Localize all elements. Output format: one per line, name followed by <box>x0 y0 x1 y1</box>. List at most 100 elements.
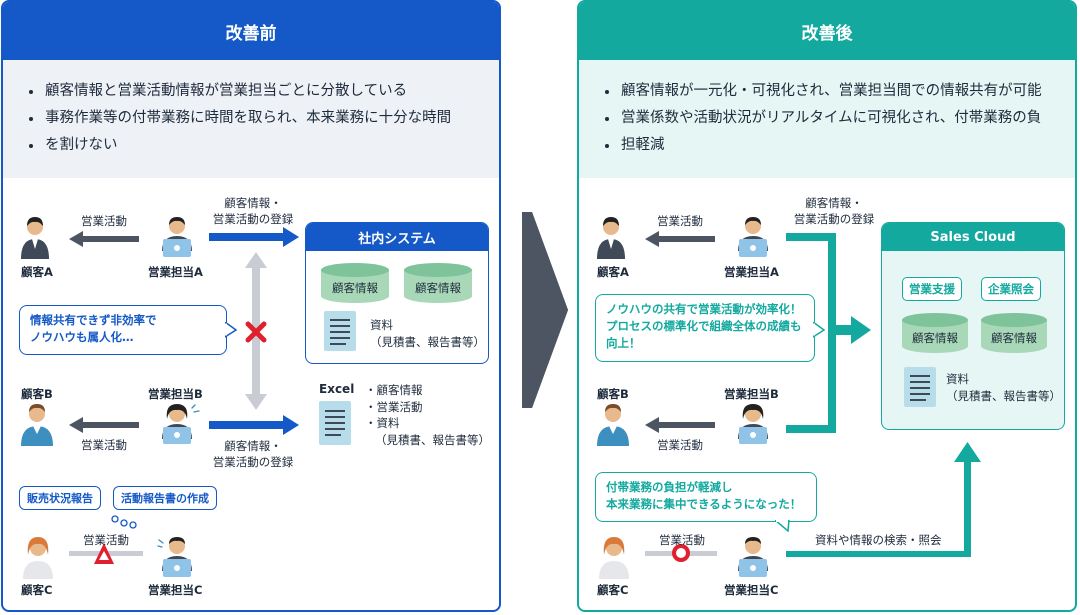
rep-a-icon <box>162 217 192 257</box>
register-label-bottom: 顧客情報・ 営業活動の登録 <box>208 438 298 470</box>
activity-label-b: 営業活動 <box>81 438 127 452</box>
before-summary: 顧客情報と営業活動情報が営業担当ごとに分散している 事務作業等の付帯業務に時間を… <box>3 60 499 178</box>
excel-item-3: ・資料 <box>365 416 400 430</box>
rep-a-label: 営業担当A <box>148 265 203 279</box>
activity-label-a: 営業活動 <box>81 214 127 228</box>
after-bubble1-tail <box>813 322 825 338</box>
excel-item-2: ・営業活動 <box>365 399 423 414</box>
transition-arrow-icon <box>522 212 568 408</box>
after-rep-a-icon <box>738 217 768 257</box>
before-problem-bubble: 情報共有できず非効率で ノウハウも属人化… <box>19 305 227 355</box>
after-panel: 改善後 顧客情報が一元化・可視化され、営業担当間での情報共有が可能 営業係数や活… <box>577 0 1077 612</box>
after-db-1-label: 顧客情報 <box>912 331 958 345</box>
before-bullet-2-cont: を割けない <box>29 132 481 159</box>
register-label-top: 顧客情報・ 営業活動の登録 <box>208 195 298 227</box>
db-customer-2-label: 顧客情報 <box>415 281 461 295</box>
after-bubble1-line2: プロセスの標準化で組織全体の成績も <box>606 319 802 333</box>
after-document-icon <box>904 367 936 407</box>
internal-system-box: 社内システム 顧客情報 顧客情報 資料 （見積書、報告書等） <box>305 222 489 364</box>
before-title: 改善前 <box>3 2 499 60</box>
after-db-2-label: 顧客情報 <box>991 331 1037 345</box>
sales-cloud-title: Sales Cloud <box>882 223 1064 251</box>
activity-label-c: 営業活動 <box>83 533 129 547</box>
excel-items: ・顧客情報 ・営業活動 ・資料 （見積書、報告書等） <box>365 382 490 448</box>
after-rep-c-label: 営業担当C <box>724 583 779 597</box>
after-activity-label-c: 営業活動 <box>659 533 705 547</box>
register-bottom-line2: 営業活動の登録 <box>212 455 294 469</box>
company-lookup-tag: 企業照会 <box>981 277 1041 301</box>
db-customer-2: 顧客情報 <box>404 263 472 303</box>
after-burden-bubble: 付帯業務の負担が軽減し 本来業務に集中できるようになった！ <box>595 472 817 522</box>
system-doc-label: 資料 （見積書、報告書等） <box>370 317 485 351</box>
rep-b-icon <box>162 404 200 444</box>
bubble-tail <box>225 322 237 338</box>
excel-item-1: ・顧客情報 <box>365 383 423 397</box>
register-bottom-line1: 顧客情報・ <box>224 439 282 453</box>
after-bubble2-line1: 付帯業務の負担が軽減し <box>606 480 733 494</box>
db-customer-1-label: 顧客情報 <box>332 281 378 295</box>
after-activity-label-a: 営業活動 <box>657 214 703 228</box>
before-panel: 改善前 顧客情報と営業活動情報が営業担当ごとに分散している 事務作業等の付帯業務… <box>1 0 501 612</box>
excel-label: Excel <box>319 382 355 396</box>
after-doc-line1: 資料 <box>946 372 969 386</box>
after-customer-c-icon <box>599 537 629 579</box>
after-rep-c-icon <box>738 537 768 577</box>
after-register-line1: 顧客情報・ <box>805 196 863 210</box>
excel-item-4: （見積書、報告書等） <box>375 432 490 447</box>
after-bubble1-line1: ノウハウの共有で営業活動が効率化！ <box>606 302 802 316</box>
after-bullet-2-cont: 担軽減 <box>605 132 1057 159</box>
after-customer-b-icon <box>597 404 629 446</box>
rep-c-label: 営業担当C <box>148 583 203 597</box>
after-register-label: 顧客情報・ 営業活動の登録 <box>784 195 884 227</box>
after-arrows <box>645 231 981 562</box>
customer-b-label: 顧客B <box>21 387 53 401</box>
after-rep-b-icon <box>738 404 768 444</box>
register-top-line2: 営業活動の登録 <box>212 212 294 226</box>
register-top-line1: 顧客情報・ <box>224 196 282 210</box>
after-bubble1-line3: 向上！ <box>606 336 641 350</box>
db-customer-1: 顧客情報 <box>321 263 389 303</box>
before-bubble-line2: ノウハウも属人化… <box>30 330 134 344</box>
after-db-customer-2: 顧客情報 <box>981 313 1047 353</box>
excel-document-icon <box>319 401 351 445</box>
after-doc-label: 資料 （見積書、報告書等） <box>946 371 1061 405</box>
after-customer-a-label: 顧客A <box>597 265 629 279</box>
good-circle-icon <box>672 544 690 562</box>
after-knowhow-bubble: ノウハウの共有で営業活動が効率化！ プロセスの標準化で組織全体の成績も 向上！ <box>595 294 815 362</box>
document-icon <box>324 311 356 351</box>
after-bullet-1: 顧客情報が一元化・可視化され、営業担当間での情報共有が可能 <box>605 78 1057 105</box>
customer-b-icon <box>21 404 53 446</box>
after-summary: 顧客情報が一元化・可視化され、営業担当間での情報共有が可能 営業係数や活動状況が… <box>579 60 1075 178</box>
after-title: 改善後 <box>579 2 1075 60</box>
after-customer-c-label: 顧客C <box>597 583 629 597</box>
customer-a-label: 顧客A <box>21 265 53 279</box>
after-doc-line2: （見積書、報告書等） <box>946 389 1061 403</box>
before-bullet-1: 顧客情報と営業活動情報が営業担当ごとに分散している <box>29 78 481 105</box>
activity-report-tag: 活動報告書の作成 <box>113 486 217 510</box>
after-activity-label-b: 営業活動 <box>657 438 703 452</box>
after-bullet-2: 営業係数や活動状況がリアルタイムに可視化され、付帯業務の負 <box>605 105 1057 132</box>
after-register-line2: 営業活動の登録 <box>793 212 875 226</box>
after-customer-b-label: 顧客B <box>597 387 629 401</box>
customer-a-icon <box>21 217 49 259</box>
before-bullet-2: 事務作業等の付帯業務に時間を取られ、本来業務に十分な時間 <box>29 105 481 132</box>
internal-system-title: 社内システム <box>306 223 488 251</box>
before-bubble-line1: 情報共有できず非効率で <box>30 313 157 327</box>
system-doc-line1: 資料 <box>370 318 393 332</box>
sales-support-tag: 営業支援 <box>902 277 962 301</box>
rep-c-icon <box>157 537 192 577</box>
after-customer-a-icon <box>597 217 625 259</box>
sales-report-tag: 販売状況報告 <box>19 486 101 510</box>
after-rep-b-label: 営業担当B <box>724 387 779 401</box>
sales-cloud-box: Sales Cloud 営業支援 企業照会 顧客情報 顧客情報 資料 （見積書、… <box>881 222 1065 430</box>
before-arrows <box>69 227 299 564</box>
after-rep-a-label: 営業担当A <box>724 265 779 279</box>
cross-icon <box>245 321 267 343</box>
after-bubble2-tail <box>775 520 790 532</box>
rep-b-label: 営業担当B <box>148 387 203 401</box>
after-db-customer-1: 顧客情報 <box>902 313 968 353</box>
search-lookup-label: 資料や情報の検索・照会 <box>815 533 942 547</box>
customer-c-label: 顧客C <box>21 583 53 597</box>
customer-c-icon <box>23 537 53 579</box>
after-bubble2-line2: 本来業務に集中できるようになった！ <box>606 497 802 511</box>
